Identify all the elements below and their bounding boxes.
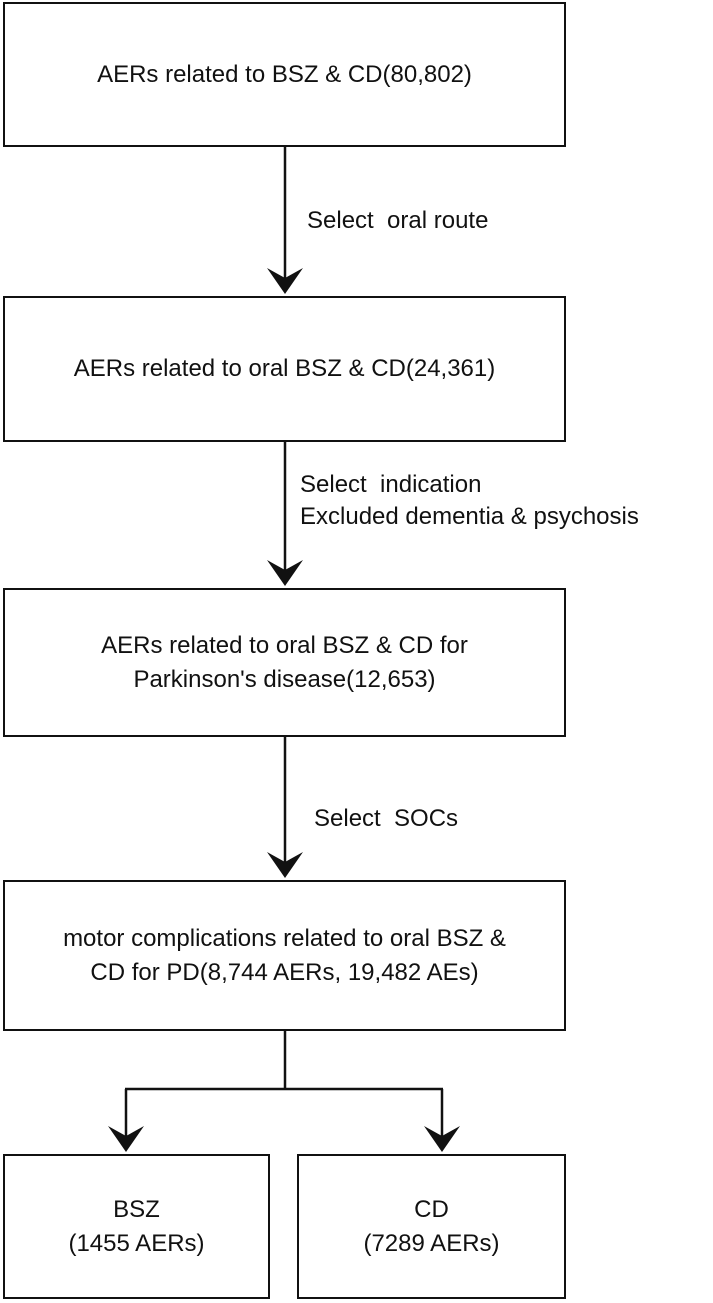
box-oral-aers: AERs related to oral BSZ & CD(24,361): [3, 296, 566, 442]
step-2-line-2: Excluded dementia & psychosis: [300, 503, 639, 530]
step-select-socs: Select SOCs: [314, 803, 458, 835]
arrowhead-2: [267, 560, 303, 586]
box-cd-line-1: CD: [414, 1195, 449, 1223]
arrowhead-bsz: [108, 1126, 144, 1152]
box-pd-aers: AERs related to oral BSZ & CD for Parkin…: [3, 588, 566, 737]
box-motor-complications: motor complications related to oral BSZ …: [3, 880, 566, 1031]
box-bsz-line-2: (1455 AERs): [68, 1229, 205, 1257]
step-1-line-1: Select oral route: [307, 207, 489, 234]
box-pd-aers-line-2: Parkinson's disease(12,653): [133, 665, 436, 693]
box-motor-complications-line-1: motor complications related to oral BSZ …: [63, 924, 506, 952]
arrowhead-3: [267, 852, 303, 878]
box-all-aers-line-1: AERs related to BSZ & CD(80,802): [97, 60, 472, 88]
box-bsz-line-1: BSZ: [113, 1195, 160, 1223]
box-bsz: BSZ (1455 AERs): [3, 1154, 270, 1299]
box-all-aers: AERs related to BSZ & CD(80,802): [3, 2, 566, 147]
box-oral-aers-line-1: AERs related to oral BSZ & CD(24,361): [73, 355, 496, 382]
step-2-line-1: Select indication: [300, 471, 482, 498]
step-select-indication: Select indication Excluded dementia & ps…: [300, 469, 639, 533]
box-cd-line-2: (7289 AERs): [363, 1229, 500, 1257]
arrowhead-cd: [424, 1126, 460, 1152]
box-motor-complications-line-2: CD for PD(8,744 AERs, 19,482 AEs): [90, 958, 479, 986]
step-select-oral-route: Select oral route: [307, 205, 488, 237]
arrowhead-1: [267, 268, 303, 294]
step-3-line-1: Select SOCs: [314, 805, 459, 832]
box-cd: CD (7289 AERs): [297, 1154, 566, 1299]
box-pd-aers-line-1: AERs related to oral BSZ & CD for: [101, 631, 468, 659]
